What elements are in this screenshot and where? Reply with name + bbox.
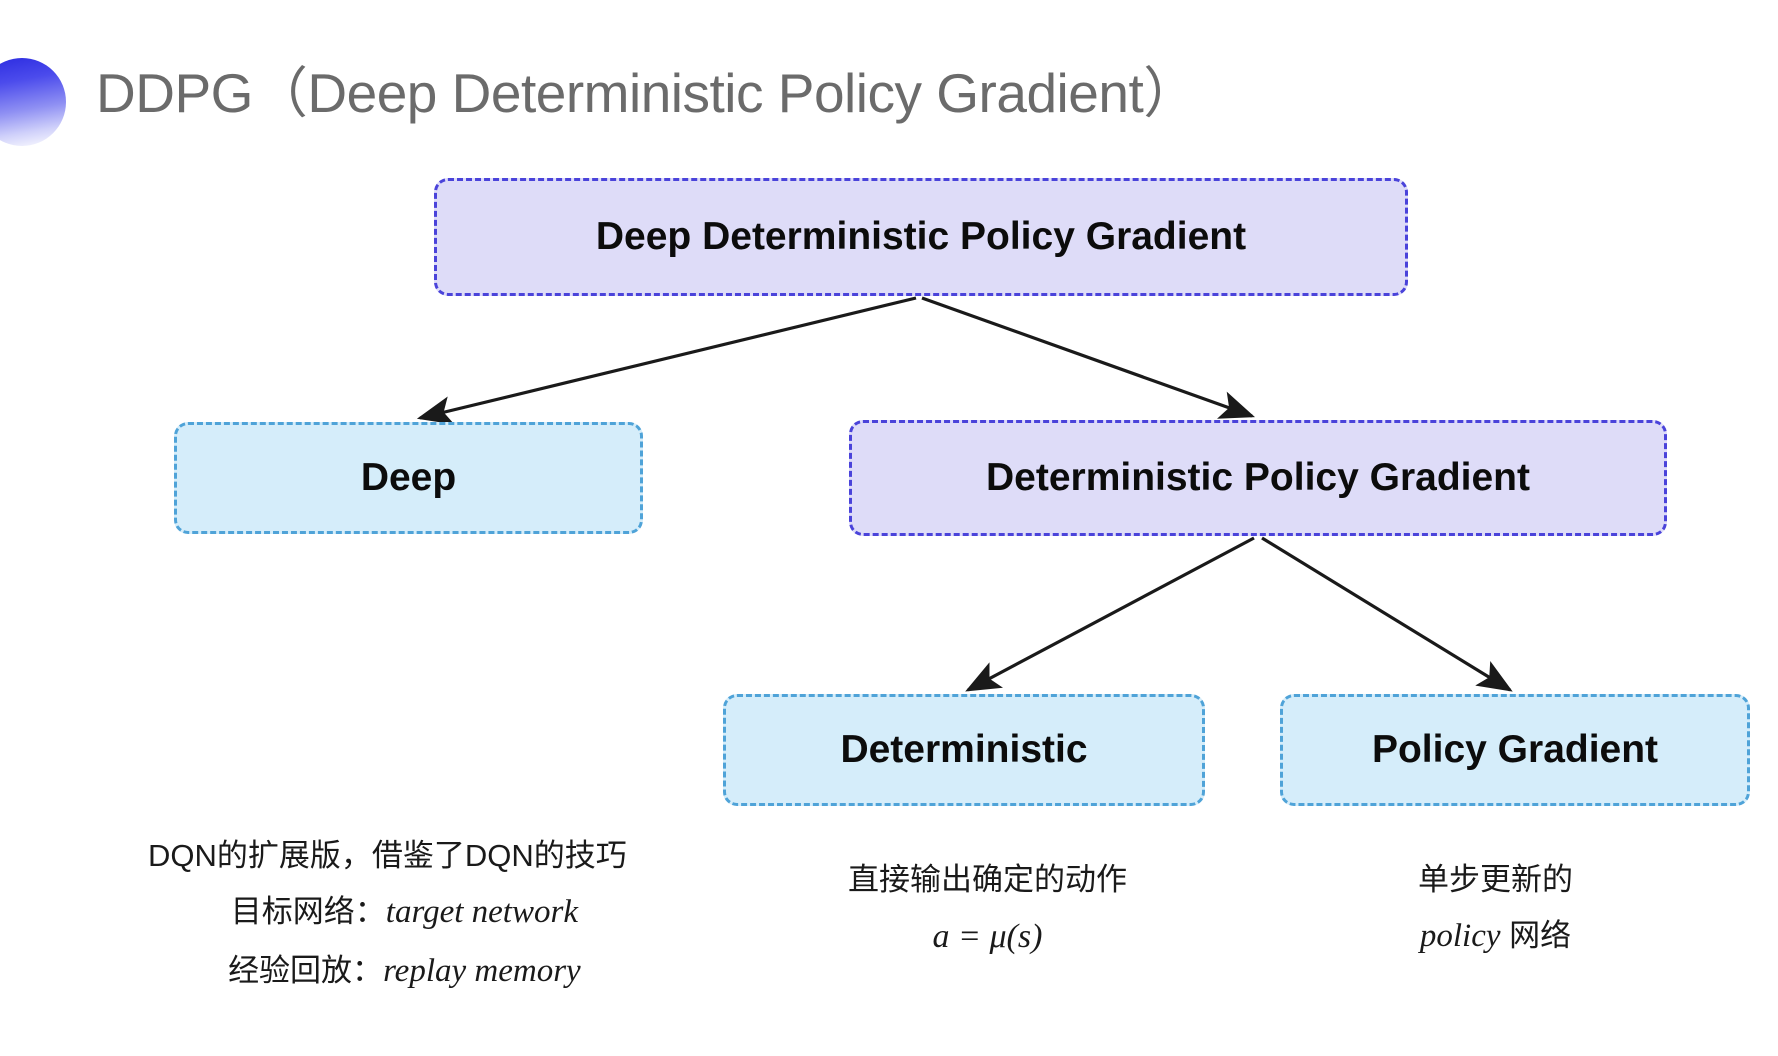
- edge-root-to-dpg: [921, 296, 1256, 419]
- annotation-deep-line3-term: replay memory: [383, 952, 581, 989]
- annotation-deep-line2-label: 目标网络：: [230, 894, 386, 930]
- title-bullet-circle-icon: [0, 58, 66, 146]
- annotation-policy-gradient-line2: policy 网络: [1418, 907, 1573, 966]
- edge-dpg-to-deterministic: [965, 536, 1255, 692]
- annotation-policy-gradient-line1: 单步更新的: [1418, 862, 1573, 897]
- page-title: DDPG（Deep Deterministic Policy Gradient）: [96, 62, 1198, 124]
- annotation-deterministic: 直接输出确定的动作 a = μ(s): [848, 852, 1127, 968]
- annotation-deep-line1: DQN的扩展版，借鉴了DQN的技巧: [148, 838, 627, 873]
- annotation-policy-gradient-rest: 网络: [1500, 918, 1572, 954]
- edge-root-to-deep: [416, 296, 917, 425]
- node-policy-gradient[interactable]: Policy Gradient: [1280, 694, 1750, 806]
- annotation-deep: DQN的扩展版，借鉴了DQN的技巧 目标网络：target network 经验…: [148, 828, 627, 1001]
- annotation-deterministic-line1: 直接输出确定的动作: [848, 862, 1127, 897]
- annotation-deterministic-formula: a = μ(s): [932, 918, 1043, 956]
- annotation-deep-line2-term: target network: [385, 894, 578, 931]
- node-deterministic-policy-gradient[interactable]: Deterministic Policy Gradient: [849, 420, 1667, 536]
- annotation-policy-gradient: 单步更新的 policy 网络: [1418, 852, 1573, 966]
- node-deep-deterministic-policy-gradient[interactable]: Deep Deterministic Policy Gradient: [434, 178, 1408, 296]
- annotation-deep-line2: 目标网络：target network: [148, 883, 627, 942]
- edge-dpg-to-policy-gradient: [1261, 536, 1513, 692]
- annotation-deep-line3-label: 经验回放：: [228, 952, 384, 988]
- annotation-policy-gradient-term: policy: [1419, 918, 1501, 955]
- node-deep[interactable]: Deep: [174, 422, 643, 534]
- node-deterministic[interactable]: Deterministic: [723, 694, 1205, 806]
- annotation-deep-line3: 经验回放：replay memory: [148, 942, 627, 1001]
